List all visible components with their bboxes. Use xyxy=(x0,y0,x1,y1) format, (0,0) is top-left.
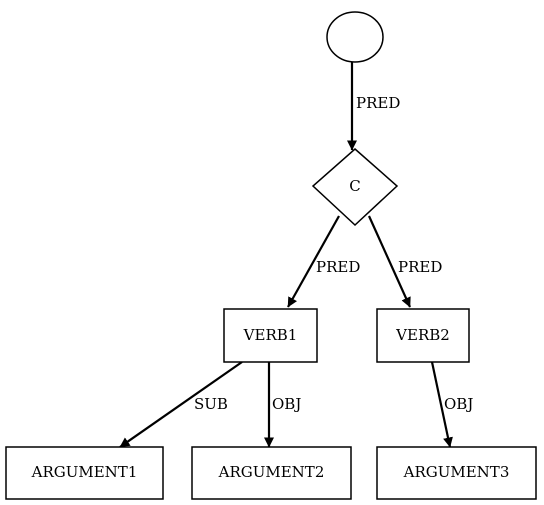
edge-label-verb1-to-argument1: SUB xyxy=(194,395,228,413)
argument3-node-box xyxy=(376,446,537,500)
edge-label-verb1-to-argument2: OBJ xyxy=(272,395,301,413)
verb2-node-box xyxy=(376,308,470,363)
verb2-node-label: VERB2 xyxy=(395,326,450,344)
argument1-node: ARGUMENT1 xyxy=(5,446,164,500)
edge-label-verb2-to-argument3: OBJ xyxy=(444,395,473,413)
c-node-diamond xyxy=(311,148,399,227)
edge-c-to-verb2 xyxy=(367,215,412,308)
argument1-node-box xyxy=(5,446,164,500)
edge-verb2-to-argument3 xyxy=(430,361,453,448)
argument3-node-label: ARGUMENT3 xyxy=(403,463,510,481)
argument3-node: ARGUMENT3 xyxy=(376,446,537,500)
c-node-label: C xyxy=(349,177,360,195)
verb1-node-box xyxy=(223,308,318,363)
edge-verb1-to-argument1 xyxy=(119,361,243,448)
argument2-node-label: ARGUMENT2 xyxy=(218,463,325,481)
argument2-node: ARGUMENT2 xyxy=(191,446,352,500)
root-node xyxy=(326,11,384,63)
edges: PRED PRED PRED SUB OBJ OBJ xyxy=(119,61,473,448)
edge-c-to-verb1 xyxy=(287,215,340,308)
edge-label-c-to-verb2: PRED xyxy=(398,258,442,276)
verb1-node-label: VERB1 xyxy=(243,326,298,344)
verb2-node: VERB2 xyxy=(376,308,470,363)
edge-label-c-to-verb1: PRED xyxy=(316,258,360,276)
root-node-ellipse xyxy=(326,11,384,63)
nodes: C VERB1 VERB2 ARGUMENT1 ARGUMENT2 ARGUME… xyxy=(5,11,537,500)
verb1-node: VERB1 xyxy=(223,308,318,363)
c-node: C xyxy=(311,148,399,227)
argument2-node-box xyxy=(191,446,352,500)
argument1-node-label: ARGUMENT1 xyxy=(31,463,138,481)
edge-label-root-to-c: PRED xyxy=(356,94,400,112)
